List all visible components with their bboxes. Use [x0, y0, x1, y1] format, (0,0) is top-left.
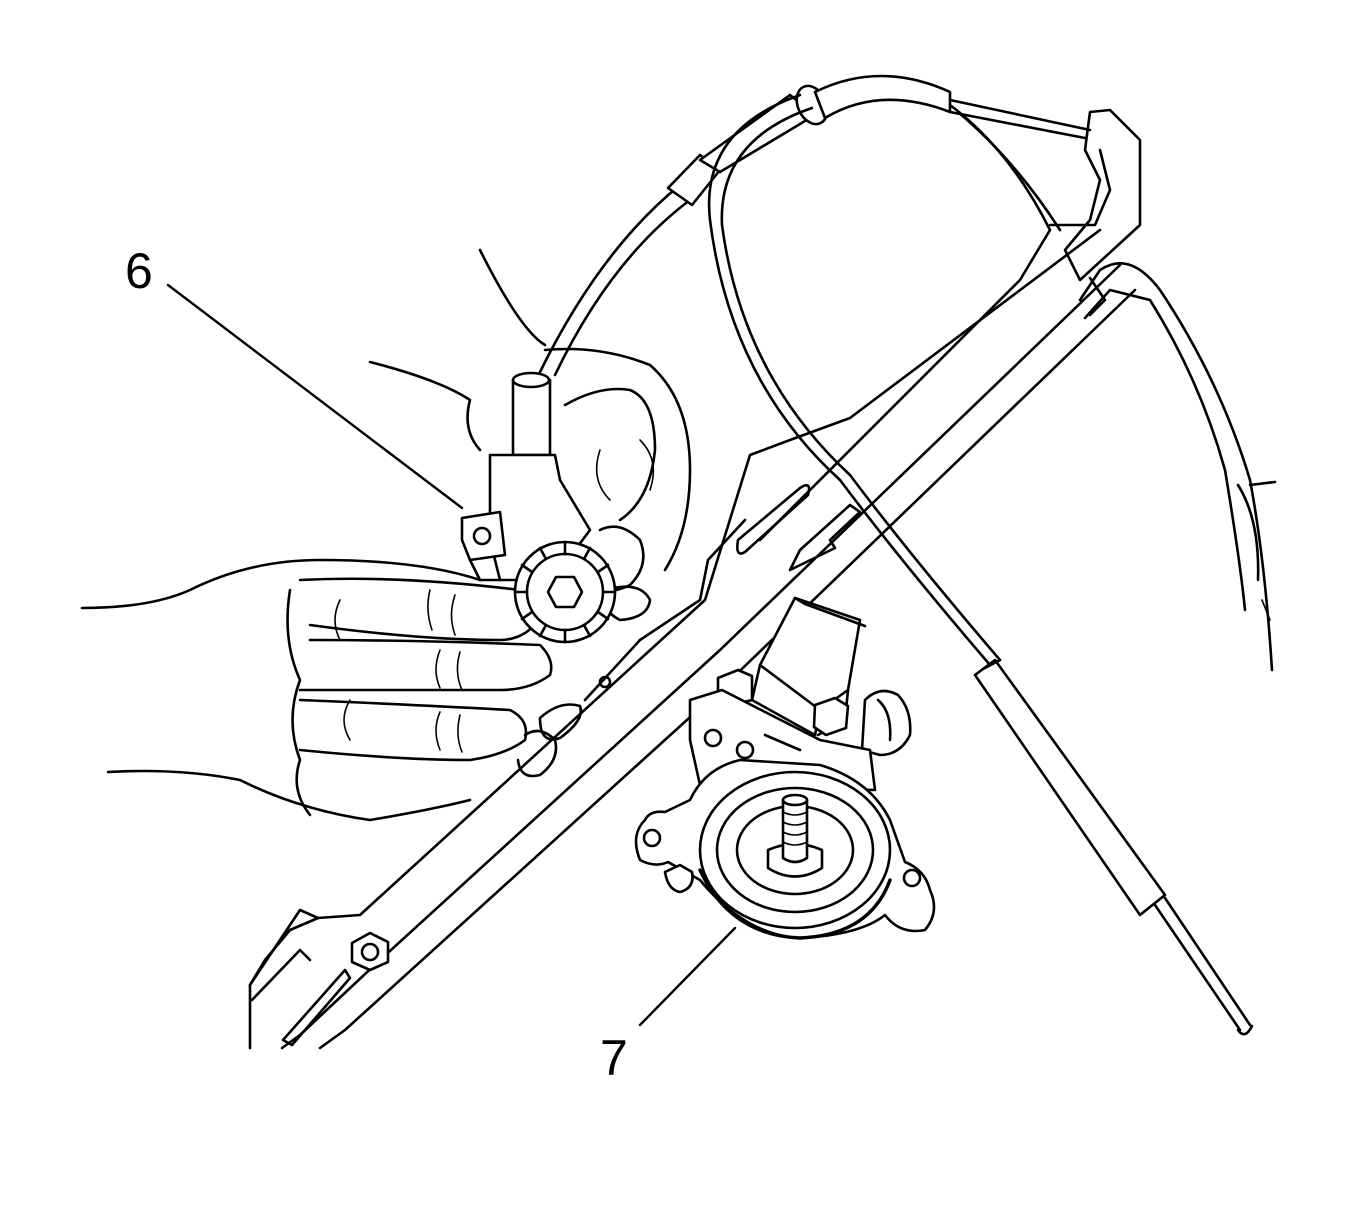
door-panel-edge [1078, 262, 1277, 672]
window-motor [634, 596, 936, 940]
callout-6: 6 [125, 243, 464, 510]
gear-teeth [513, 540, 617, 644]
callout-7-label: 7 [600, 1030, 628, 1086]
hands [80, 248, 692, 822]
callout-6-label: 6 [125, 243, 153, 299]
regulator-cable [538, 74, 1254, 1036]
callout-6-leader [166, 283, 464, 510]
regulator-drum-housing [460, 371, 617, 644]
regulator-rail [248, 108, 1142, 1050]
callout-7-leader [638, 926, 737, 1027]
callout-7: 7 [600, 926, 737, 1086]
